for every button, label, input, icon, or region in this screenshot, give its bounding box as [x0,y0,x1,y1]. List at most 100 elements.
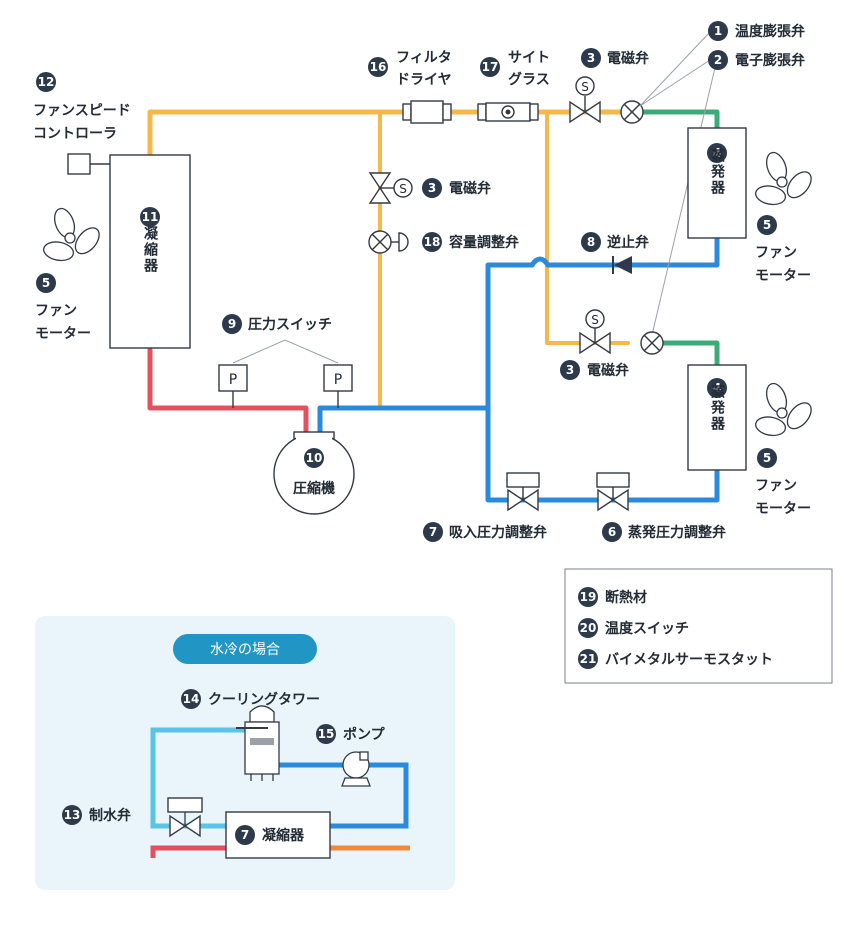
sight-glass: 17 サイト グラス [477,50,550,122]
evaporator-upper: 4 蒸発器 [687,127,747,239]
fan-speed-controller-label-2: コントローラ [33,126,117,142]
solenoid-valve-bypass: S 3 電磁弁 [368,172,491,204]
fan-motor-lower: 5 ファン モーター [755,448,811,517]
evaporator-upper-label: 蒸発器 [709,147,726,196]
svg-text:14: 14 [183,692,200,706]
evaporating-pressure-regulating-valve: 6 蒸発圧力調整弁 [596,472,726,542]
fan-motor-lower-label-2: モーター [755,501,811,517]
fan-motor-upper-label-2: モーター [755,268,811,284]
svg-text:7: 7 [429,525,437,539]
svg-text:5: 5 [42,276,50,290]
fan-lower-icon [755,382,812,437]
fan-left-icon [43,207,100,262]
svg-text:20: 20 [580,621,597,635]
fan-motor-upper: 5 ファン モーター [755,215,811,284]
water-cooled-title-pill [173,634,317,664]
label-thermal-expansion-valve: 1 温度膨張弁 [708,21,805,41]
suction-crossover [529,256,551,268]
svg-text:4: 4 [713,146,721,160]
svg-text:19: 19 [580,590,597,604]
svg-text:10: 10 [306,451,323,465]
evaporating-regulating-valve-label: 蒸発圧力調整弁 [628,524,726,541]
filter-dryer: 16 フィルタ ドライヤ [368,50,452,124]
capacity-regulating-valve: 18 容量調整弁 [368,230,519,254]
water-condenser: 7 凝縮器 [225,811,331,859]
solenoid-s-bypass: S [399,182,407,196]
svg-text:16: 16 [370,60,387,74]
fan-upper-icon [755,151,812,206]
check-valve-label: 逆止弁 [607,234,649,251]
water-regulating-valve-icon [167,797,203,838]
svg-text:4: 4 [713,381,721,395]
suction-pressure-regulating-valve: 7 吸入圧力調整弁 [423,472,547,542]
filter-dryer-label-2: ドライヤ [396,72,452,88]
fan-motor-left-label-1: ファン [35,303,77,319]
svg-text:1: 1 [714,24,722,38]
solenoid-lower-label: 電磁弁 [587,362,629,379]
pipes [147,109,720,503]
legend-box: 19 断熱材 20 温度スイッチ 21 バイメタルサーモスタット [564,568,833,684]
legend-item-20: 20 温度スイッチ [578,618,689,638]
solenoid-bypass-label: 電磁弁 [449,180,491,197]
filter-dryer-label-1: フィルタ [396,50,452,66]
label-electronic-expansion-valve: 2 電子膨張弁 [708,50,805,70]
condenser-label: 凝縮器 [142,226,159,274]
svg-text:3: 3 [428,181,436,195]
svg-text:5: 5 [763,451,771,465]
compressor: 10 圧縮機 [273,431,355,515]
fan-motor-left-label-2: モーター [35,326,91,342]
evap-inlet-lower [660,340,720,368]
solenoid-valve-lower: S 3 電磁弁 [560,309,629,380]
suction-down [485,262,720,503]
water-valve-label: 制水弁 [89,807,131,824]
expansion-valve-top [620,100,644,124]
svg-text:21: 21 [580,652,597,666]
check-valve: 8 逆止弁 [581,232,649,274]
fan-motor-upper-label-1: ファン [755,245,797,261]
thermal-expansion-label: 温度膨張弁 [735,23,805,40]
suction-to-compressor [317,405,491,435]
liquid-branch-lower [545,110,630,345]
evaporator-lower-label: 蒸発器 [709,383,726,432]
pressure-switch-group: 9 圧力スイッチ P P [218,314,353,408]
cooling-tower-icon [236,705,280,781]
fan-speed-controller-label-1: ファンスピード [33,103,131,119]
water-line-hot [150,845,226,858]
svg-text:8: 8 [587,235,595,249]
evap-inlet-upper [641,109,720,131]
pressure-switch-p-left: P [229,372,237,388]
discharge-line [147,345,309,435]
svg-text:5: 5 [763,218,771,232]
water-condenser-label: 凝縮器 [262,827,305,844]
svg-text:バイメタルサーモスタット: バイメタルサーモスタット [605,652,773,668]
svg-text:6: 6 [608,525,616,539]
svg-text:3: 3 [566,363,574,377]
evaporator-lower: 4 蒸発器 [687,364,747,471]
fan-motor-lower-label-1: ファン [755,478,797,494]
svg-text:17: 17 [482,60,499,74]
liquid-line-main [147,109,623,158]
pressure-switch-p-right: P [334,372,342,388]
svg-text:7: 7 [241,828,249,842]
legend-item-21: 21 バイメタルサーモスタット [578,649,773,669]
suction-regulating-valve-label: 吸入圧力調整弁 [449,524,547,541]
water-cooled-panel: 水冷の場合 14 クーリングタワー 15 ポンプ [35,616,455,890]
svg-text:15: 15 [318,727,335,741]
compressor-label: 圧縮機 [293,480,335,497]
electronic-expansion-label: 電子膨張弁 [735,52,805,69]
svg-text:12: 12 [38,75,55,89]
solenoid-valve-top: S 3 電磁弁 [569,48,649,124]
svg-text:3: 3 [587,51,595,65]
water-line-dark [278,762,409,829]
cooling-tower-label: クーリングタワー [208,691,320,708]
capacity-valve-label: 容量調整弁 [448,234,519,251]
svg-text:温度スイッチ: 温度スイッチ [605,620,689,637]
svg-text:9: 9 [228,317,236,331]
pump-label: ポンプ [343,726,386,743]
svg-text:11: 11 [142,210,159,224]
expansion-leaders [639,31,719,336]
solenoid-top-label: 電磁弁 [607,50,649,67]
pressure-switch-label: 圧力スイッチ [248,316,332,333]
legend-item-19: 19 断熱材 [578,587,647,607]
